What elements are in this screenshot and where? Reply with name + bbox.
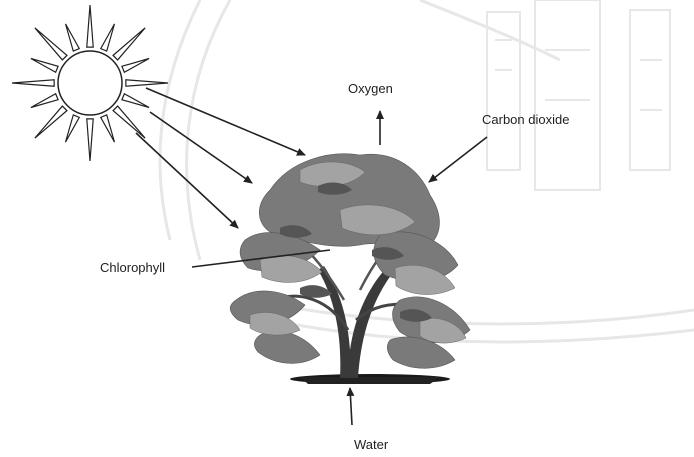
carbon-dioxide-arrow [429,137,487,182]
tree-icon [230,154,470,384]
sun-ray [35,106,67,138]
sun-ray [35,28,67,60]
sun-ray [101,115,115,142]
sun-ray [122,94,149,108]
sun-ray [113,28,145,60]
sunlight-arrow-middle [150,112,252,183]
sun-ray [66,115,80,142]
sun-ray [87,119,93,161]
chlorophyll-label: Chlorophyll [100,260,165,275]
sun-ray [31,59,58,73]
sun-ray [66,24,80,51]
sun-ray [101,24,115,51]
oxygen-label: Oxygen [348,81,393,96]
carbon-dioxide-label: Carbon dioxide [482,112,569,127]
sunlight-arrow-top [146,88,305,155]
sun-icon [12,5,168,161]
sun-ray [113,106,145,138]
water-arrow [350,388,352,425]
sun-ray [31,94,58,108]
water-label: Water [354,437,389,452]
sun-ray [87,5,93,47]
sun-ray [126,80,168,86]
sun-ray [12,80,54,86]
sun-ray [122,59,149,73]
